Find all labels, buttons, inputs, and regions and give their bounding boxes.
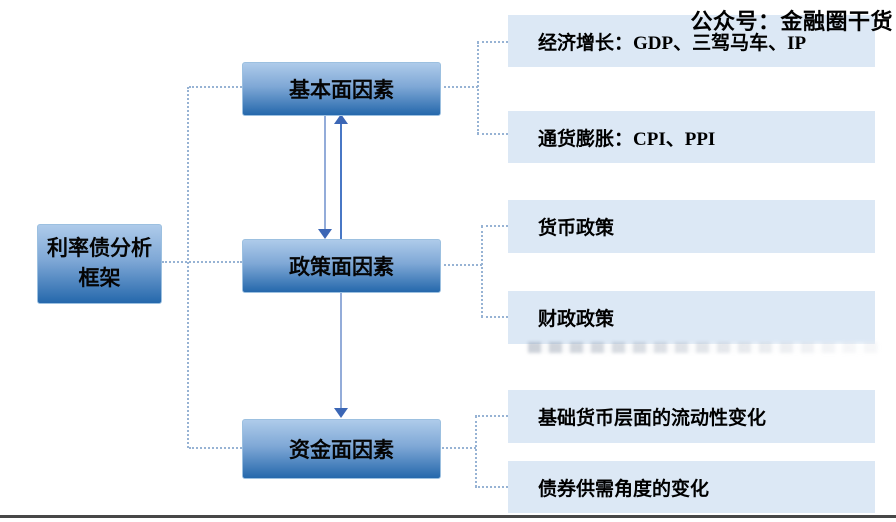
connector-policy-bracket <box>481 226 483 317</box>
connector-to-fiscal-policy <box>481 316 508 318</box>
node-root: 利率债分析框架 <box>37 224 162 304</box>
connector-funding-stub <box>439 447 476 449</box>
connector-fundamental-stub <box>439 86 478 88</box>
connector-to-inflation <box>477 133 508 135</box>
leaf-fiscal-policy: 财政政策 <box>508 291 875 344</box>
leaf-economic-growth: 经济增长：GDP、三驾马车、IP <box>508 15 875 67</box>
faded-watermark <box>528 342 880 353</box>
leaf-base-money-liquidity: 基础货币层面的流动性变化 <box>508 390 875 443</box>
connector-root-vertical <box>187 87 189 448</box>
arrow-up-icon <box>334 114 348 124</box>
leaf-inflation: 通货膨胀：CPI、PPI <box>508 111 875 163</box>
connector-root-to-funding <box>189 447 242 449</box>
connector-to-base-money <box>475 415 508 417</box>
node-fundamental: 基本面因素 <box>242 62 441 116</box>
connector-to-economic-growth <box>477 41 508 43</box>
leaf-bond-supply-demand: 债券供需角度的变化 <box>508 461 875 513</box>
arrow-fundamental-to-policy-stem <box>324 114 326 230</box>
connector-fundamental-bracket <box>477 42 479 134</box>
node-policy: 政策面因素 <box>242 239 441 293</box>
connector-root-to-policy <box>162 261 242 263</box>
bottom-divider-line <box>0 515 896 518</box>
node-funding: 资金面因素 <box>242 419 441 479</box>
arrow-policy-to-funding-stem <box>340 292 342 409</box>
arrow-down-icon <box>334 408 348 418</box>
arrow-policy-to-fundamental-stem <box>340 124 342 239</box>
connector-policy-stub <box>439 264 482 266</box>
connector-to-monetary-policy <box>481 225 508 227</box>
arrow-down-icon <box>318 229 332 239</box>
connector-funding-bracket <box>475 416 477 487</box>
connector-to-bond-supply <box>475 486 508 488</box>
connector-root-to-fundamental <box>189 86 242 88</box>
credit-label: 公众号：金融圈干货 <box>690 9 893 34</box>
leaf-monetary-policy: 货币政策 <box>508 200 875 253</box>
